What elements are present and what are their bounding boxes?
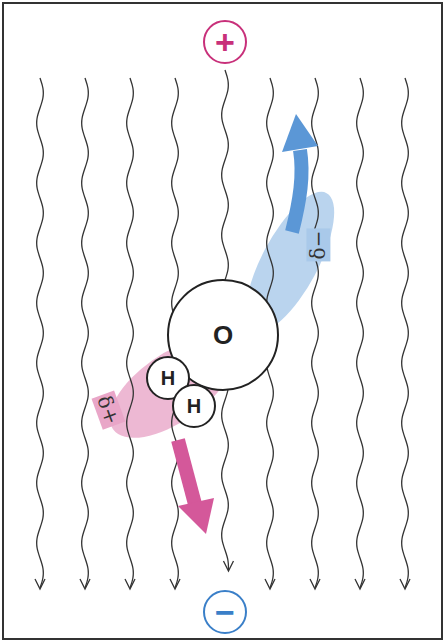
field-arrowhead bbox=[125, 579, 135, 589]
field-arrowhead bbox=[170, 579, 180, 589]
field-arrowhead bbox=[355, 579, 365, 589]
field-arrowhead bbox=[400, 579, 410, 589]
field-arrowhead bbox=[310, 579, 320, 589]
field-arrowhead bbox=[80, 579, 90, 589]
partial-charge-label: δ− bbox=[306, 229, 330, 262]
dipole-arrow-down bbox=[178, 440, 196, 508]
field-arrowhead bbox=[265, 579, 275, 589]
positive-plate: + bbox=[202, 19, 248, 65]
atom-symbol: + bbox=[202, 19, 248, 65]
field-arrowhead bbox=[223, 561, 233, 571]
hydrogen-atom: H bbox=[171, 383, 217, 429]
field-line bbox=[312, 78, 319, 588]
atom-symbol: − bbox=[202, 589, 248, 635]
field-line bbox=[127, 78, 134, 588]
field-arrowhead bbox=[35, 579, 45, 589]
field-line bbox=[37, 78, 44, 588]
frame bbox=[3, 3, 442, 639]
field-line bbox=[357, 78, 364, 588]
dipole-arrowhead-up bbox=[282, 114, 318, 152]
dipole-arrow-up bbox=[292, 150, 302, 232]
field-line bbox=[402, 78, 409, 588]
partial-charge-label: δ+ bbox=[91, 390, 125, 429]
negative-plate: − bbox=[202, 589, 248, 635]
field-lines bbox=[35, 70, 410, 589]
atom-symbol: H bbox=[171, 383, 217, 429]
field-line bbox=[82, 78, 89, 588]
dipole-arrowhead-down bbox=[178, 498, 214, 534]
